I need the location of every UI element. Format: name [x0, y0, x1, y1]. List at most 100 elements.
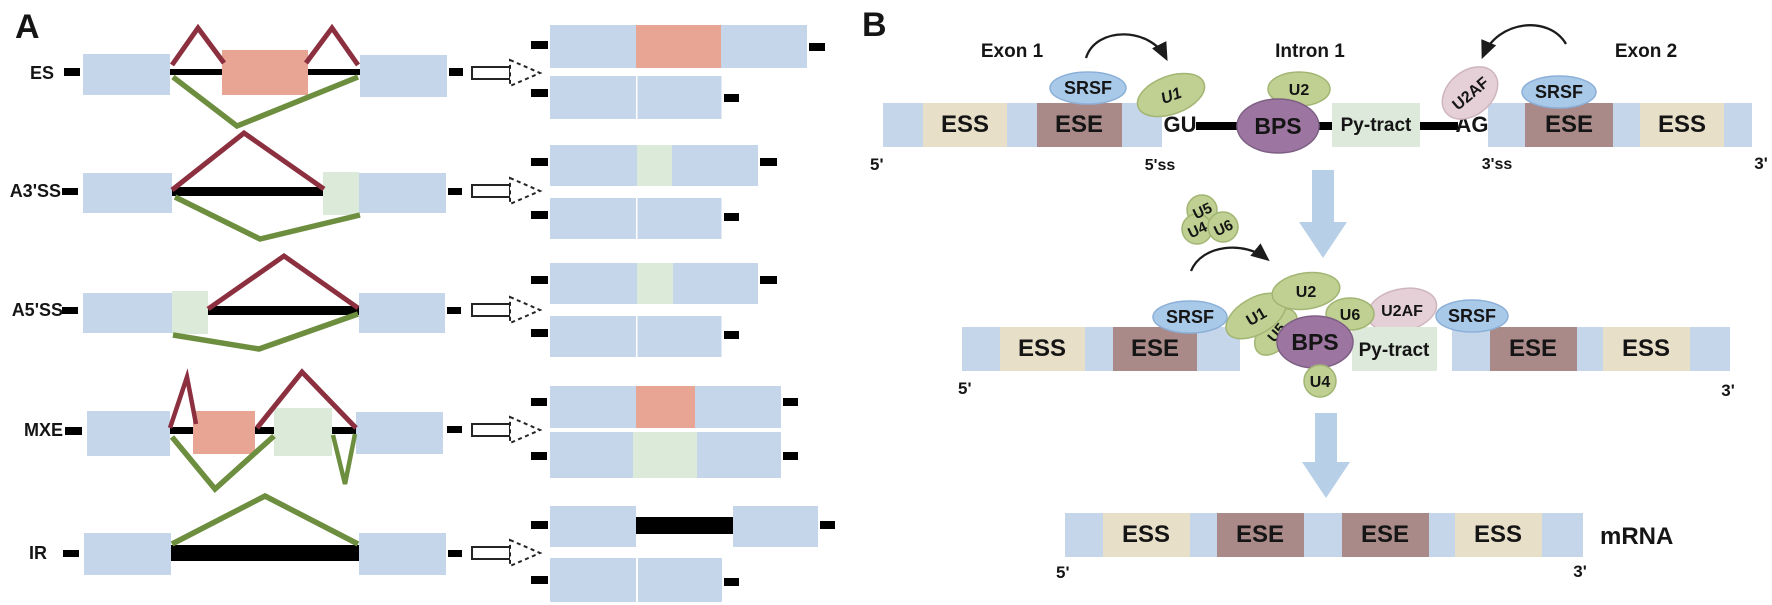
ess-box [1640, 103, 1724, 147]
py-tract-label: Py-tract [1359, 340, 1430, 361]
ese-label: ESE [1509, 335, 1557, 362]
result-isoforms-mxe [531, 386, 798, 478]
exon-segment [1452, 327, 1490, 371]
panel-a: A ES [10, 8, 835, 602]
bps-ellipse [1236, 98, 1320, 154]
ess-box [923, 103, 1007, 147]
skipping-arc [173, 194, 361, 242]
ese-box [1342, 513, 1429, 557]
skipping-arc [172, 311, 359, 352]
mxe-exon-a-box [193, 411, 255, 454]
result-exon [550, 198, 636, 239]
exon-box [84, 533, 171, 575]
flank-tick [724, 578, 739, 586]
u6-label: U6 [1211, 217, 1236, 241]
inclusion-arc [170, 129, 326, 192]
srsf-ellipse [1435, 299, 1509, 333]
result-exon [637, 76, 722, 119]
three-prime-label: 3' [1721, 381, 1735, 400]
result-exon [637, 198, 722, 239]
flank-tick [724, 213, 739, 221]
flank-tick [531, 576, 548, 584]
recruit-arrow-u2af [1481, 24, 1567, 60]
ese-box [1217, 513, 1304, 557]
flank-tick [724, 331, 739, 339]
flank-tick [448, 550, 462, 557]
block-arrow-shaft [471, 546, 511, 560]
row-label-a3ss: A3'SS [10, 181, 61, 201]
u2-snrnp [1271, 271, 1341, 311]
stage2-spliceosome: ESS ESE U2AF Py-tract ESE ESS U5 U1 U2 U… [958, 271, 1735, 400]
inclusion-arc [255, 368, 358, 430]
down-arrow [1299, 170, 1347, 258]
u5-label: U5 [1190, 200, 1215, 224]
intron1-title: Intron 1 [1275, 41, 1345, 62]
ese-box [1525, 103, 1613, 147]
ess-label: ESS [1474, 521, 1522, 548]
five-prime-label: 5' [870, 155, 884, 174]
result-isoforms-a5ss [531, 263, 777, 357]
tri-snrnp-cluster: U5 U4 U6 [1181, 194, 1270, 272]
flank-tick [448, 188, 462, 195]
exon-box [87, 411, 170, 456]
block-arrow-shaft [471, 184, 511, 198]
srsf-ellipse [1049, 71, 1127, 105]
result-exon [721, 25, 807, 68]
intron-line [172, 187, 329, 196]
recruit-arrow-u1 [1084, 33, 1168, 62]
ese-label: ESE [1236, 521, 1284, 548]
alt-3ss-segment [323, 172, 359, 215]
srsf-label: SRSF [1448, 306, 1496, 326]
ess-box [1455, 513, 1542, 557]
result-alt-segment [637, 263, 673, 304]
srsf-ellipse [1152, 300, 1228, 334]
retained-intron-line [171, 545, 359, 561]
block-arrow-shaft [471, 66, 511, 80]
exon-segment [1724, 103, 1752, 147]
stage1-pre-mrna: Exon 1 Intron 1 Exon 2 ESS ESE GU Py-tra… [870, 24, 1768, 174]
cassette-exon-box [222, 50, 308, 95]
flank-tick [724, 94, 739, 102]
flank-tick [760, 276, 777, 284]
result-exon [550, 316, 636, 357]
result-mxe-exon-a [636, 386, 695, 428]
exon2-title: Exon 2 [1615, 41, 1677, 62]
exon-box [359, 173, 446, 213]
recruit-arrow-tri-snrnp [1189, 243, 1270, 272]
ess-box [1603, 327, 1690, 371]
exon-segment [1542, 513, 1583, 557]
stage3-mrna: ESS ESE ESE ESS mRNA 5' 3' [1056, 513, 1673, 582]
srsf-label: SRSF [1535, 82, 1583, 102]
result-cassette-exon [636, 25, 721, 68]
row-ir: IR [29, 492, 835, 602]
ese-label: ESE [1131, 335, 1179, 362]
block-arrow-shaft [471, 303, 511, 317]
result-retained-intron [636, 517, 733, 534]
exon-segment [1190, 513, 1217, 557]
ess-label: ESS [941, 111, 989, 138]
result-exon [550, 506, 636, 547]
flank-tick [447, 426, 462, 433]
intron-line [208, 306, 359, 315]
row-es: ES [30, 23, 825, 130]
bps-label: BPS [1254, 113, 1301, 139]
three-prime-label: 3' [1754, 154, 1768, 173]
result-exon [697, 432, 781, 478]
result-isoforms-ir [531, 506, 835, 602]
block-arrow-shaft [471, 423, 511, 437]
exon-segment [1613, 103, 1640, 147]
ese-box [1490, 327, 1577, 371]
u4-label: U4 [1185, 218, 1210, 242]
result-exon [638, 558, 722, 602]
panel-b-label: B [862, 6, 887, 44]
ess-label: ESS [1122, 521, 1170, 548]
exon1-title: Exon 1 [981, 41, 1044, 62]
block-arrow-head [509, 415, 543, 445]
result-exon [695, 386, 781, 428]
skipping-arc [169, 433, 276, 493]
intron-line [1420, 122, 1458, 130]
flank-tick [809, 43, 825, 51]
flank-tick [783, 398, 798, 406]
ess-box [1103, 513, 1190, 557]
